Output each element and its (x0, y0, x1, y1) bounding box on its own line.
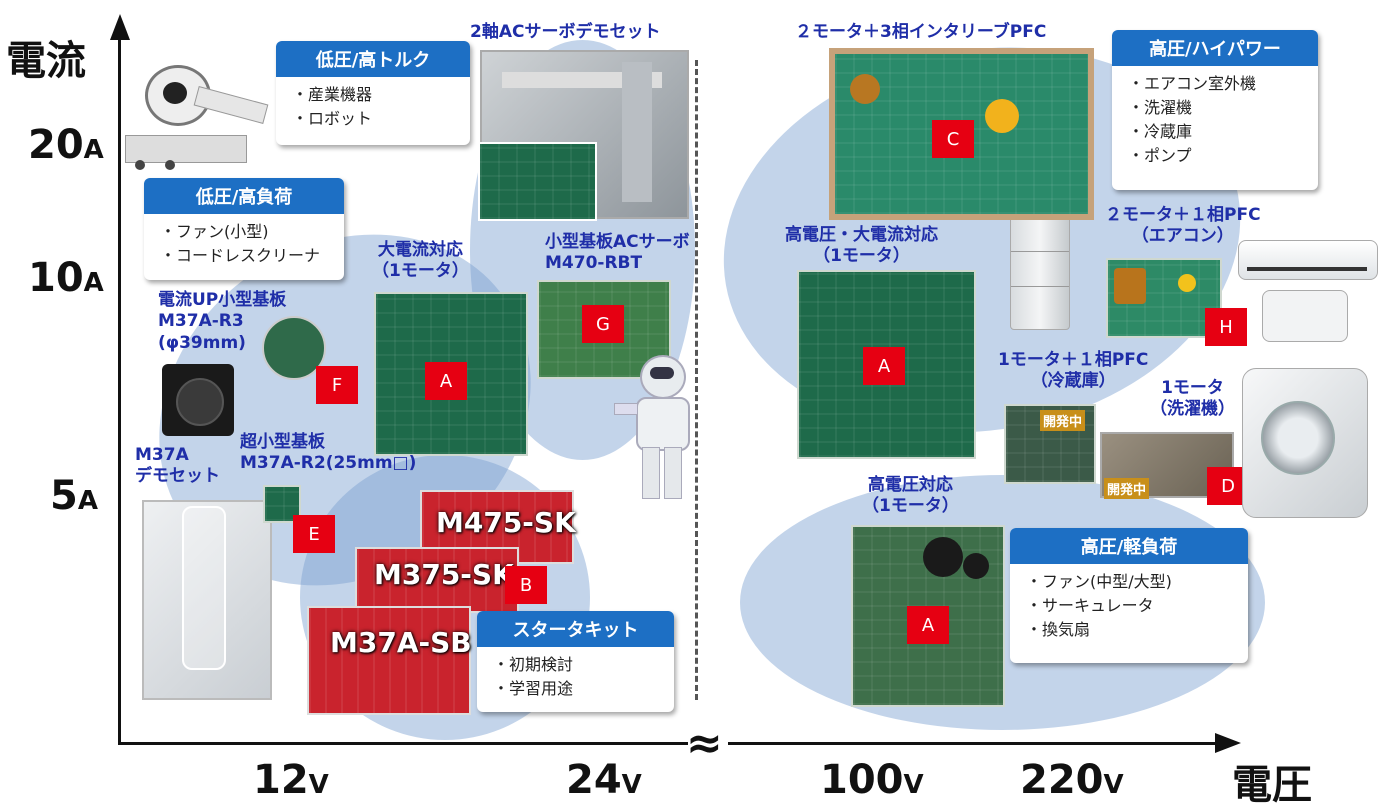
label-ultra-small: 超小型基板 M37A-R2(25mm□) (240, 432, 416, 475)
category-header: 高圧/ハイパワー (1112, 30, 1318, 66)
label-line: （1モータ） (862, 496, 959, 517)
kit-m375-label: M375-SK (374, 558, 514, 591)
label-line: 電流UP小型基板 (158, 290, 287, 310)
y-axis (118, 40, 121, 745)
label-line: デモセット (135, 466, 220, 487)
category-starter-kit: スタータキット ・初期検討 ・学習用途 (477, 611, 674, 712)
category-item: ・換気扇 (1026, 620, 1091, 639)
label-line: ２モータ＋１相PFC (1105, 205, 1261, 225)
kit-m37a-image (307, 606, 471, 715)
label-line: 高電圧・大電流対応 (785, 225, 938, 245)
x-axis-arrow (1215, 733, 1241, 753)
x-tick-100v: 100V (820, 757, 924, 803)
category-item: ・初期検討 (493, 655, 574, 674)
kit-m375-image (355, 547, 519, 613)
label-line: M37A-R3 (158, 311, 244, 332)
category-item: ・洗濯機 (1128, 98, 1193, 117)
badge-a-large-current: A (425, 362, 467, 400)
label-line: (φ39mm) (158, 332, 246, 353)
category-item: ・産業機器 (292, 85, 373, 104)
x-tick-24v: 24V (566, 757, 642, 803)
refrigerator-image (1010, 210, 1070, 330)
label-line: （洗濯機） (1150, 399, 1235, 420)
label-hv: 高電圧対応 （1モータ） (862, 475, 959, 518)
category-low-high-load: 低圧/高負荷 ・ファン(小型) ・コードレスクリーナ (144, 178, 344, 280)
badge-e: E (293, 515, 335, 553)
label-two-motor-pfc3: ２モータ＋3相インタリーブPFC (795, 22, 1047, 42)
label-line: （1モータ） (372, 261, 469, 282)
category-header: 高圧/軽負荷 (1010, 528, 1248, 564)
category-item: ・エアコン室外機 (1128, 74, 1257, 93)
label-line: 小型基板ACサーボ (545, 232, 690, 252)
label-servo-demo: 2軸ACサーボデモセット (470, 22, 661, 42)
label-two-motor-pfc1: ２モータ＋１相PFC （エアコン） (1105, 205, 1261, 248)
axis-break-icon: ≈ (686, 718, 723, 769)
voltage-divider-line (695, 60, 698, 700)
category-item: ・ポンプ (1128, 146, 1192, 165)
air-conditioner-indoor-image (1238, 240, 1378, 280)
label-large-current: 大電流対応 （1モータ） (372, 240, 469, 283)
y-axis-arrow (110, 14, 130, 40)
y-tick-10a: 10A (28, 255, 104, 301)
badge-h: H (1205, 308, 1247, 346)
y-tick-5a: 5A (50, 473, 98, 519)
category-high-light-load: 高圧/軽負荷 ・ファン(中型/大型) ・サーキュレータ ・換気扇 (1010, 528, 1248, 663)
label-line: 1モータ (1161, 378, 1224, 398)
humanoid-robot-image (608, 355, 698, 505)
y-axis-title: 電流 (6, 38, 86, 84)
label-line: 超小型基板 (240, 432, 325, 452)
kit-m475-label: M475-SK (436, 506, 576, 539)
category-item: ・学習用途 (493, 679, 574, 698)
label-one-motor-washer: 1モータ （洗濯機） (1150, 378, 1235, 421)
badge-a-hv-large: A (863, 347, 905, 385)
label-line: （冷蔵庫） (1030, 371, 1116, 392)
air-conditioner-outdoor-image (1262, 290, 1348, 342)
category-item: ・ファン(小型) (160, 222, 269, 241)
label-line: 1モータ＋１相PFC (998, 350, 1149, 370)
x-axis-low (118, 742, 688, 745)
category-header: 低圧/高トルク (276, 41, 470, 77)
dev-note-washer: 開発中 (1104, 478, 1150, 499)
badge-b: B (505, 566, 547, 604)
label-line: M37A-R2(25mm□) (240, 453, 417, 474)
category-high-high-power: 高圧/ハイパワー ・エアコン室外機 ・洗濯機 ・冷蔵庫 ・ポンプ (1112, 30, 1318, 190)
badge-g: G (582, 305, 624, 343)
kit-m37a-label: M37A-SB (330, 626, 472, 659)
x-tick-12v: 12V (253, 757, 329, 803)
servo-board-image (478, 142, 597, 221)
label-line: M470-RBT (545, 253, 643, 274)
x-tick-220v: 220V (1020, 757, 1124, 803)
x-axis-title: 電圧 (1232, 762, 1312, 808)
badge-f: F (316, 366, 358, 404)
washing-machine-image (1242, 368, 1368, 518)
label-line: 高電圧対応 (867, 475, 953, 495)
industrial-robot-image (125, 35, 275, 170)
badge-a-hv: A (907, 606, 949, 644)
x-axis-high (728, 742, 1218, 745)
board-h-image (1106, 258, 1222, 338)
label-line: M37A (135, 445, 189, 465)
dev-note-fridge: 開発中 (1040, 410, 1086, 431)
category-item: ・サーキュレータ (1026, 596, 1154, 615)
y-tick-20a: 20A (28, 122, 104, 168)
category-item: ・コードレスクリーナ (160, 246, 321, 265)
badge-c: C (932, 120, 974, 158)
category-item: ・ファン(中型/大型) (1026, 572, 1172, 591)
category-header: 低圧/高負荷 (144, 178, 344, 214)
label-m37a-demo: M37A デモセット (135, 445, 220, 488)
m37a-demo-set-image (142, 500, 272, 700)
label-one-motor-pfc: 1モータ＋１相PFC （冷蔵庫） (998, 350, 1148, 393)
category-item: ・ロボット (292, 109, 373, 128)
label-line: （1モータ） (813, 246, 910, 267)
label-line: （エアコン） (1131, 226, 1234, 247)
fan-image (162, 364, 234, 436)
label-small-ac-servo: 小型基板ACサーボ M470-RBT (545, 232, 690, 275)
category-header: スタータキット (477, 611, 674, 647)
label-current-up: 電流UP小型基板 M37A-R3 (φ39mm) (158, 290, 286, 354)
label-hv-large: 高電圧・大電流対応 （1モータ） (785, 225, 938, 268)
label-line: 大電流対応 (377, 240, 463, 260)
category-low-high-torque: 低圧/高トルク ・産業機器 ・ロボット (276, 41, 470, 145)
category-item: ・冷蔵庫 (1128, 122, 1193, 141)
board-f-image (262, 316, 326, 380)
